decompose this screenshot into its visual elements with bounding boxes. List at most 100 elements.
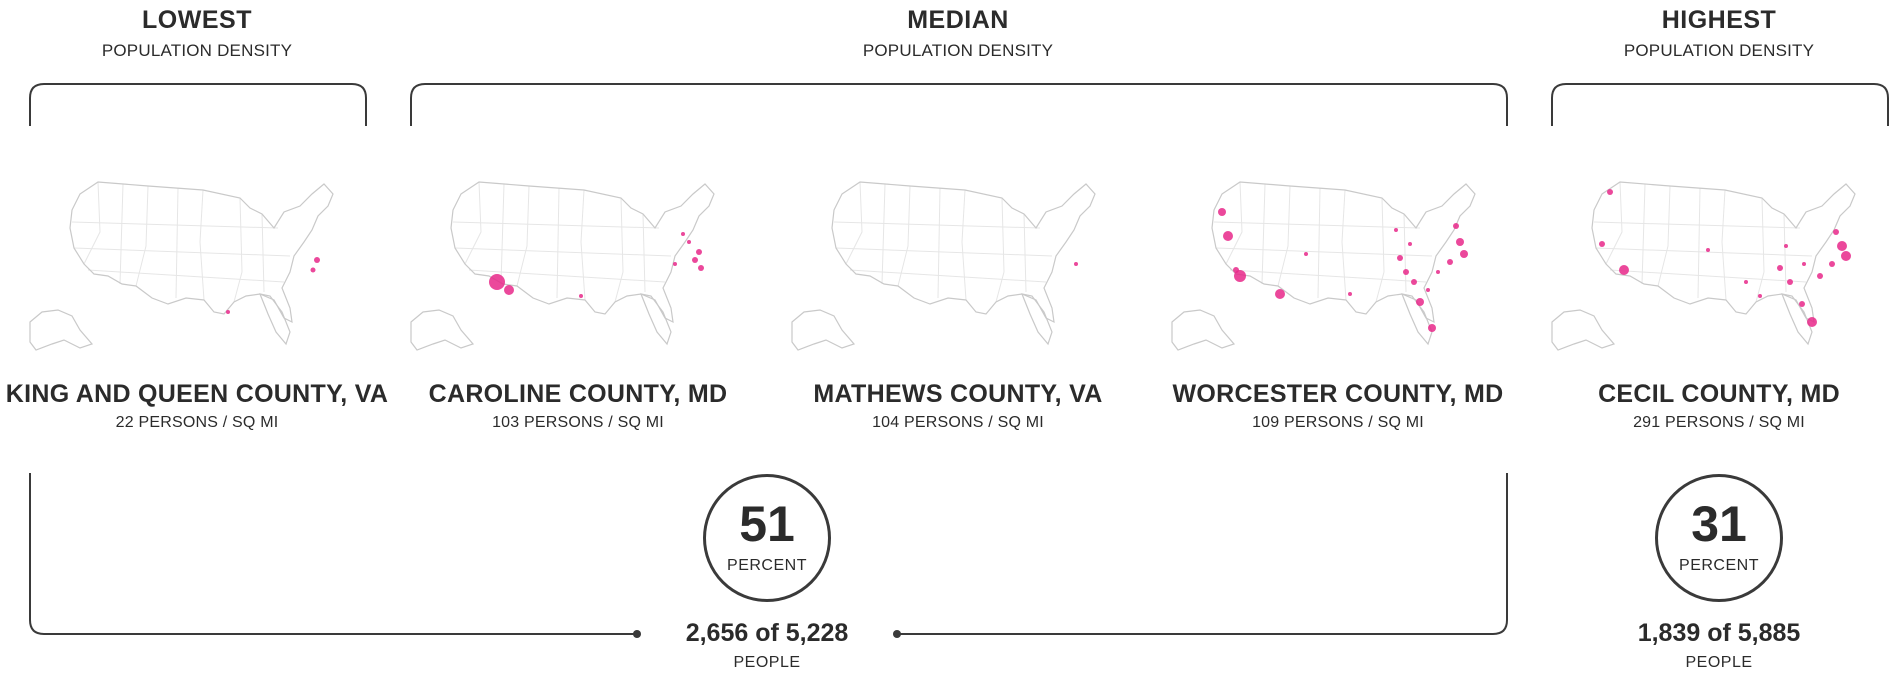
county-grid-line [1215,247,1433,257]
county-grid-line [1317,187,1321,299]
county-grid-line [1721,189,1727,301]
highlight-dots [1599,189,1851,327]
county-grid-line [1641,183,1646,285]
highlight-dots [1074,262,1078,266]
median-percent-circle: 51 PERCENT [703,474,831,602]
highest-percent-circle: 31 PERCENT [1655,474,1783,602]
us-map-king-and-queen [29,181,334,351]
county-grid-line [897,185,911,287]
us-map-caroline [410,181,715,351]
county-grid-line [995,197,1005,303]
county-density-caroline: 103 PERSONS / SQ MI [492,414,664,431]
county-name-worcester: WORCESTER COUNTY, MD [1172,380,1504,408]
highlight-county-mark [1833,229,1839,235]
highest-people-count: 1,839 of 5,885 [1637,619,1801,647]
county-grid-line [500,183,505,285]
county-grid-line [833,221,1041,229]
highlight-county-mark [1787,279,1793,285]
county-grid-line [1403,213,1407,293]
median-header-subtitle: POPULATION DENSITY [862,41,1054,60]
highlight-county-mark [1394,228,1398,232]
us-outline [1551,181,1856,351]
us-outline [1171,181,1476,351]
lowest-top-bracket [29,83,367,126]
highlight-county-mark [1426,288,1430,292]
highlight-county-mark [1619,265,1629,275]
county-grid-line [1341,189,1347,301]
county-grid-line [1609,269,1807,283]
highlight-county-mark [1706,248,1710,252]
lowest-header-title: LOWEST [142,6,252,34]
median-people-count: 2,656 of 5,228 [685,619,849,647]
highlight-county-mark [579,294,583,298]
county-grid-line [580,189,586,301]
county-grid-line [87,269,285,283]
county-grid-line [1213,221,1421,229]
highlight-dots [226,257,320,314]
highlight-county-mark [1428,324,1436,332]
florida-outline [1401,293,1433,346]
highlight-county-mark [226,310,230,314]
county-grid-line [1375,197,1385,303]
us-map-worcester [1171,181,1476,351]
county-grid-line [1697,187,1701,299]
highest-percent-label: PERCENT [1679,557,1759,574]
highlight-county-mark [1416,298,1424,306]
county-grid-line [1225,181,1243,265]
florida-outline [1781,293,1813,346]
alaska-outline [1171,309,1236,351]
highlight-county-mark [1453,223,1459,229]
highlight-county-mark [1784,244,1788,248]
county-grid-line [1755,197,1765,303]
county-grid-line [1605,181,1623,265]
highlight-county-mark [1777,265,1783,271]
highlight-county-mark [310,267,316,273]
county-grid-line [1595,247,1813,257]
highlight-county-mark [1607,189,1613,195]
connector-dot-left [633,630,641,638]
us-map-cecil [1551,181,1856,351]
highlight-county-mark [1456,238,1464,246]
county-grid-line [73,247,291,257]
highlight-county-mark [1348,292,1352,296]
highlight-county-mark [1074,262,1078,266]
county-grid-line [1593,221,1801,229]
county-grid-line [83,181,101,265]
median-top-bracket [410,83,1508,126]
highlight-county-mark [504,285,514,295]
highlight-county-mark [696,249,702,255]
highlight-dots [1218,208,1468,332]
florida-outline [1021,293,1053,346]
county-grid-line [119,183,124,285]
county-name-caroline: CAROLINE COUNTY, MD [428,380,728,408]
highlight-county-mark [1397,255,1403,261]
highlight-county-mark [1275,289,1285,299]
highlight-county-mark [1837,241,1847,251]
us-mainland-outline [450,181,715,324]
county-grid-line [845,181,863,265]
us-mainland-outline [831,181,1096,324]
highlight-county-mark [698,265,704,271]
highlight-county-mark [1408,242,1412,246]
county-grid-line [452,221,660,229]
county-grid-line [1277,185,1291,287]
us-outline [791,181,1096,351]
highlight-county-mark [1817,273,1823,279]
highlight-county-mark [1829,261,1835,267]
us-outline [29,181,334,351]
florida-outline [259,293,291,346]
highlight-county-mark [314,257,320,263]
county-density-cecil: 291 PERSONS / SQ MI [1633,414,1805,431]
highlight-county-mark [1841,251,1851,261]
county-name-mathews: MATHEWS COUNTY, VA [813,380,1103,408]
county-density-king-and-queen: 22 PERSONS / SQ MI [115,414,279,431]
us-mainland-outline [1211,181,1476,324]
county-grid-line [614,197,624,303]
highest-top-bracket [1551,83,1889,126]
highlight-county-mark [1223,231,1233,241]
lowest-bottom-connector [29,473,636,635]
county-grid-line [849,269,1047,283]
county-grid-line [71,221,279,229]
county-grid-line [1023,213,1027,293]
